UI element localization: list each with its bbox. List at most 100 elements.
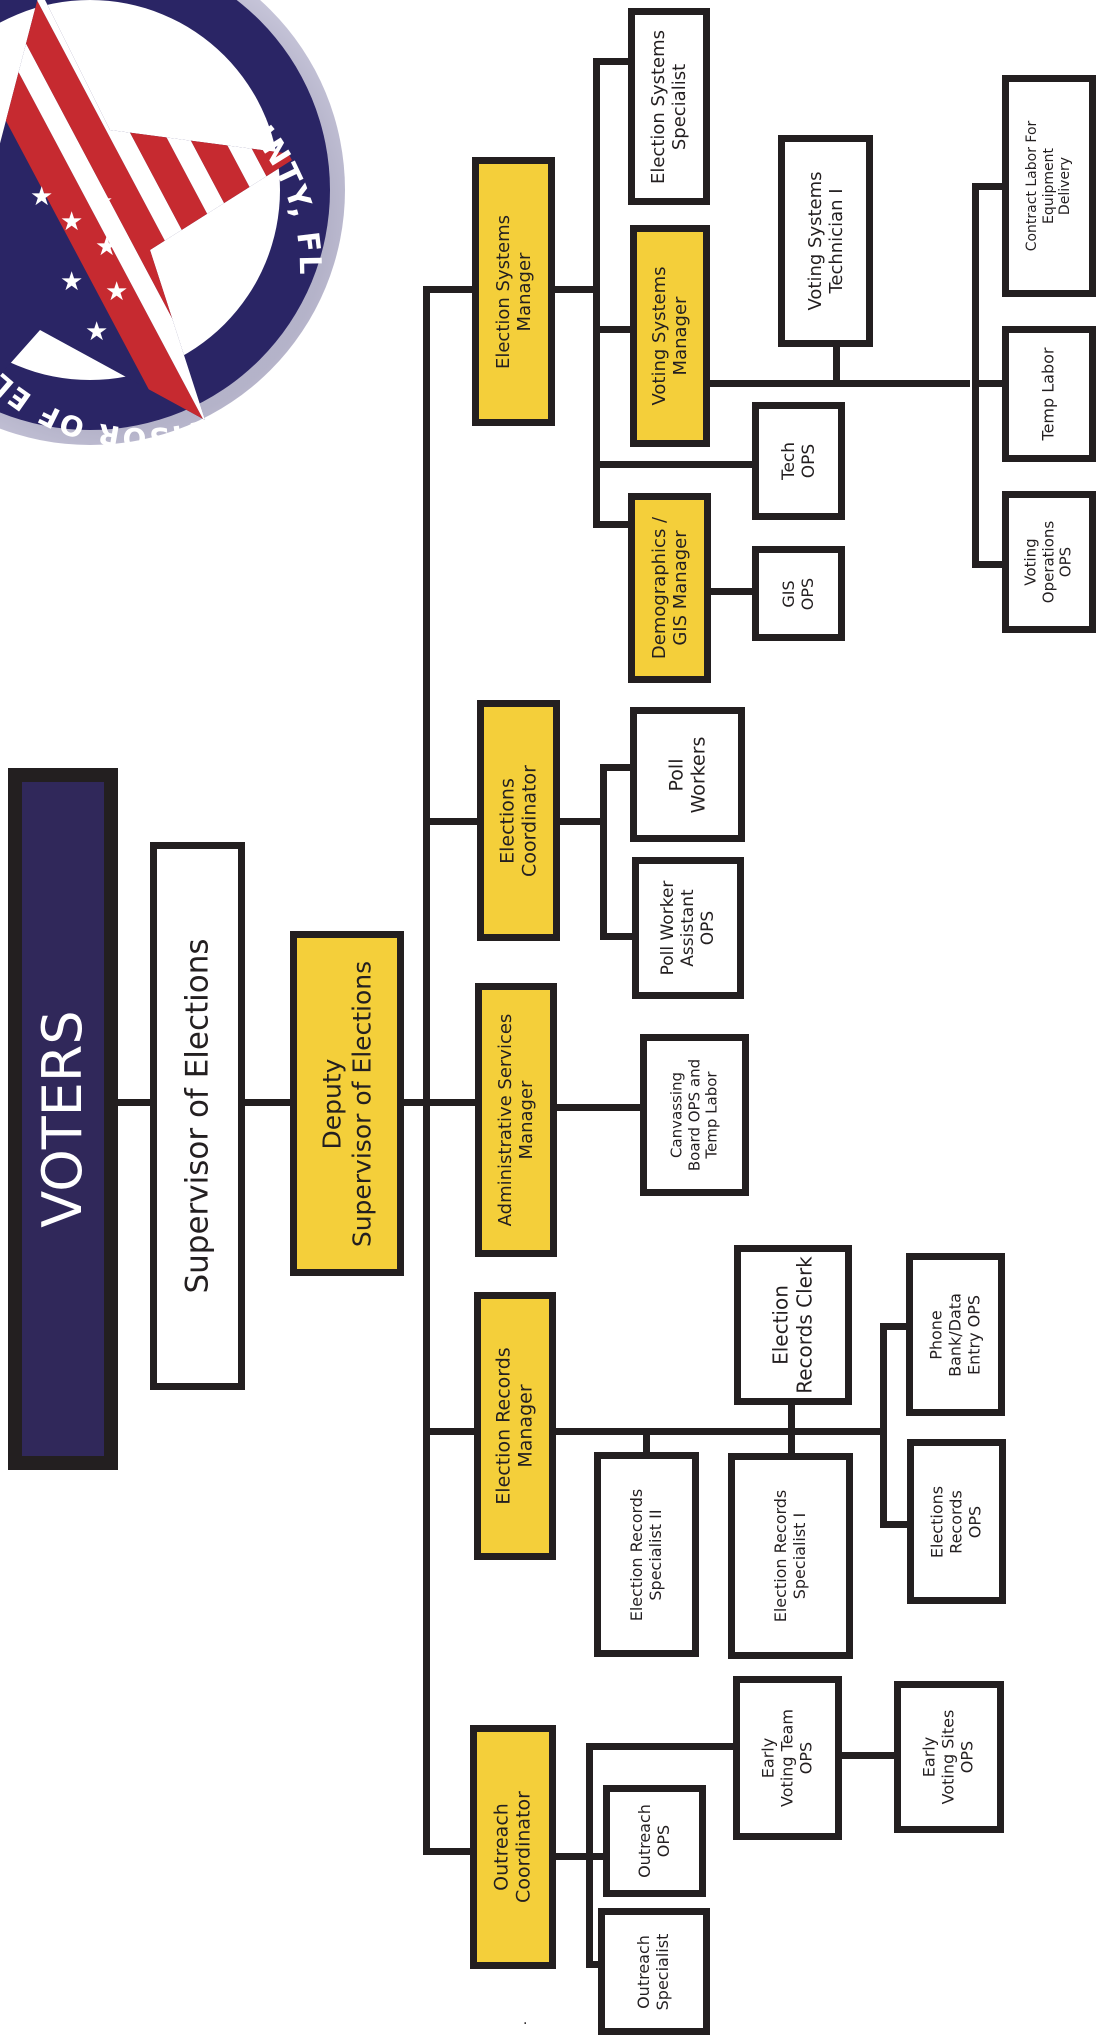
canvassing-board-line-2: Board OPS and [684,1058,703,1172]
early-voting-sites-ops-box: Early Voting Sites OPS [894,1681,1004,1833]
voting-systems-technician-box: Voting Systems Technician I [778,135,873,347]
deputy-supervisor-box: Deputy Supervisor of Elections [290,931,404,1276]
svg-text:★: ★ [30,182,53,212]
election-records-specialist-i-line-2: Specialist I [789,1512,809,1600]
outreach-specialist-line-2: Specialist [653,1933,672,2010]
election-systems-specialist-box: Election Systems Specialist [628,8,710,205]
election-systems-manager-box: Election Systems Manager [472,157,555,426]
outreach-coordinator-line-2: Coordinator [513,1791,535,1903]
election-records-manager-line-2: Manager [515,1384,537,1468]
outreach-coordinator-label: Outreach Coordinator [491,1791,536,1903]
voting-systems-technician-label: Voting Systems Technician I [804,171,846,310]
election-systems-specialist-label: Election Systems Specialist [648,29,690,183]
administrative-services-manager-label: Administrative Services Manager [495,1014,537,1227]
voters-label: VOTERS [31,1010,95,1228]
outreach-ops-line-1: Outreach [634,1804,654,1878]
svg-text:★: ★ [90,187,113,217]
poll-workers-label: Poll Workers [665,736,710,813]
phone-bank-data-entry-ops-line-3: Entry OPS [963,1294,983,1375]
canvassing-board-line-1: Canvassing [666,1071,685,1159]
gis-ops-box: GIS OPS [752,546,845,641]
poll-worker-assistant-ops-box: Poll Worker Assistant OPS [632,857,744,999]
tech-ops-label: Tech OPS [778,442,818,480]
election-records-specialist-i-label: Election Records Specialist I [770,1489,810,1623]
svg-text:★: ★ [95,232,118,262]
poll-worker-assistant-ops-line-3: OPS [698,910,719,946]
voters-box: VOTERS [8,768,118,1470]
phone-bank-data-entry-ops-box: Phone Bank/Data Entry OPS [906,1253,1005,1416]
election-systems-manager-line-2: Manager [513,252,535,331]
early-voting-team-ops-line-2: Voting Team [777,1709,797,1807]
gis-ops-line-2: OPS [797,577,817,610]
outreach-ops-line-2: OPS [653,1824,673,1858]
elections-records-ops-line-1: Elections [927,1485,947,1558]
footnote-dot: . [523,2012,528,2028]
supervisor-of-elections-label: Supervisor of Elections [179,938,216,1294]
outreach-specialist-line-1: Outreach [634,1934,654,2009]
election-records-specialist-ii-line-1: Election Records [626,1488,646,1621]
svg-text:★: ★ [85,317,108,347]
contract-labor-line-2: Equipment [1040,148,1057,224]
voting-operations-ops-line-2: Operations [1039,520,1058,604]
poll-worker-assistant-ops-line-1: Poll Worker [657,880,678,976]
election-records-clerk-line-1: Election [768,1285,793,1365]
outreach-coordinator-line-1: Outreach [490,1803,513,1891]
voting-systems-manager-label: Voting Systems Manager [649,266,691,405]
election-records-clerk-box: Election Records Clerk [734,1245,852,1405]
administrative-services-manager-line-2: Manager [516,1080,537,1160]
supervisor-of-elections-seal-logo: ★ ★ ★ ★ ★ ★ ★ LEON COUNTY, FL SUPERVISOR… [0,0,380,450]
election-records-manager-line-1: Election Records [492,1347,515,1505]
election-systems-specialist-line-2: Specialist [669,63,690,150]
tech-ops-line-2: OPS [798,443,819,479]
election-records-specialist-ii-line-2: Specialist II [645,1508,665,1601]
poll-workers-line-1: Poll [665,758,688,791]
voting-operations-ops-box: Voting Operations OPS [1002,491,1096,633]
svg-text:★: ★ [105,277,128,307]
elections-coordinator-line-2: Coordinator [518,764,541,877]
election-records-manager-label: Election Records Manager [493,1347,538,1504]
voting-systems-manager-box: Voting Systems Manager [630,225,710,447]
early-voting-team-ops-label: Early Voting Team OPS [758,1709,816,1807]
election-systems-manager-line-1: Election Systems [492,214,514,369]
early-voting-team-ops-line-1: Early [758,1737,778,1779]
tech-ops-box: Tech OPS [752,402,845,520]
voting-systems-manager-line-2: Manager [670,296,691,376]
outreach-ops-box: Outreach OPS [603,1785,706,1897]
gis-ops-label: GIS OPS [778,577,818,610]
election-records-specialist-i-line-1: Election Records [770,1489,790,1623]
election-records-specialist-i-box: Election Records Specialist I [728,1453,853,1659]
voting-operations-ops-line-3: OPS [1056,546,1075,578]
demographics-gis-manager-box: Demographics / GIS Manager [628,493,711,683]
contract-labor-line-1: Contract Labor For [1024,120,1041,252]
poll-worker-assistant-ops-line-2: Assistant [677,889,698,967]
temp-labor-line-1: Temp Labor [1038,347,1058,441]
supervisor-of-elections-box: Supervisor of Elections [150,842,245,1390]
elections-coordinator-box: Elections Coordinator [477,700,560,941]
administrative-services-manager-line-1: Administrative Services [494,1013,516,1227]
outreach-coordinator-box: Outreach Coordinator [470,1725,556,1969]
election-systems-specialist-line-1: Election Systems [647,29,669,184]
elections-coordinator-line-1: Elections [496,777,519,864]
voting-operations-ops-label: Voting Operations OPS [1021,520,1075,604]
phone-bank-data-entry-ops-label: Phone Bank/Data Entry OPS [926,1292,984,1377]
election-systems-manager-label: Election Systems Manager [492,214,534,368]
deputy-supervisor-line-1: Deputy [317,1058,347,1149]
early-voting-team-ops-line-3: OPS [795,1741,815,1775]
canvassing-board-box: Canvassing Board OPS and Temp Labor [640,1034,749,1196]
early-voting-team-ops-box: Early Voting Team OPS [733,1676,842,1840]
deputy-supervisor-label: Deputy Supervisor of Elections [318,960,377,1246]
election-records-specialist-ii-label: Election Records Specialist II [626,1488,666,1621]
phone-bank-data-entry-ops-line-2: Bank/Data [945,1292,965,1377]
deputy-supervisor-line-2: Supervisor of Elections [347,960,376,1247]
early-voting-sites-ops-line-2: Voting Sites [938,1709,958,1805]
elections-records-ops-line-2: Records [946,1489,966,1554]
election-records-clerk-line-2: Records Clerk [792,1256,816,1394]
elections-records-ops-box: Elections Records OPS [907,1439,1006,1604]
administrative-services-manager-box: Administrative Services Manager [475,983,557,1257]
seal-graphic: ★ ★ ★ ★ ★ ★ ★ LEON COUNTY, FL SUPERVISOR… [0,0,345,450]
contract-labor-line-3: Delivery [1057,156,1074,216]
election-records-manager-box: Election Records Manager [474,1292,556,1560]
gis-ops-line-1: GIS [778,579,798,608]
temp-labor-label: Temp Labor [1038,347,1059,441]
poll-worker-assistant-ops-label: Poll Worker Assistant OPS [658,881,718,976]
